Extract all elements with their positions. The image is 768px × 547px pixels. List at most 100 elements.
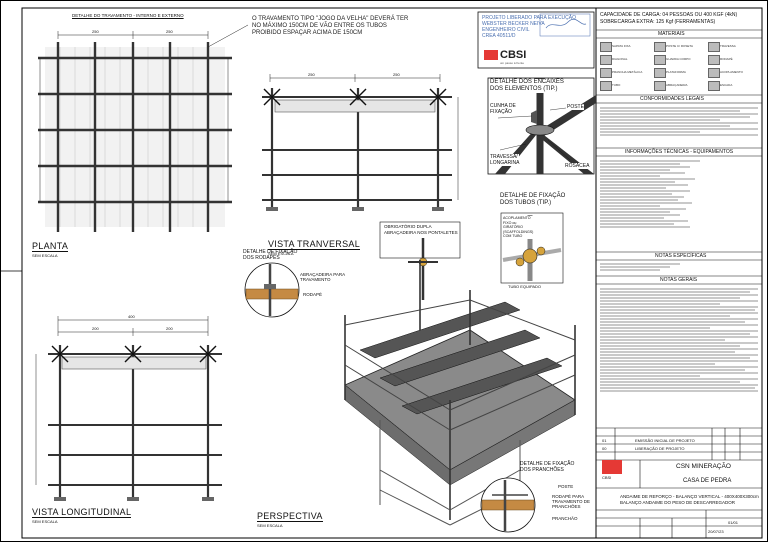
tube-fix-label: FIXO ou (503, 220, 517, 225)
site-name: CASA DE PEDRA (683, 478, 732, 484)
material-label: DIAGONAL (612, 57, 628, 61)
material-label: SAPATA FIXA (612, 44, 631, 48)
toeboard-detail-title-line: DETALHE DE FIXAÇÃO (243, 249, 298, 255)
plank-fix-detail (480, 477, 536, 533)
material-label: TUBO (612, 83, 621, 87)
bracing-note-line: O TRAVAMENTO TIPO "JOGO DA VELHA" DEVERÁ… (252, 16, 409, 22)
bracing-note-line: NO MÁXIMO 150CM DE VÃO ENTRE OS TUBOS (252, 23, 387, 29)
material-icon (654, 68, 666, 78)
wedge-label: CUNHA DE FIXAÇÃO (490, 103, 516, 115)
material-icon (708, 81, 720, 91)
materials-grid: SAPATA FIXA POSTE C/ ROSETA TRAVESSA DIA… (598, 40, 760, 94)
approval-line: WEBSTER BECKER NEIVA (482, 21, 545, 27)
material-item: RODAPÉ (706, 53, 754, 65)
tube-fix-title-line: DOS TUBOS (TIP.) (500, 200, 552, 206)
revision-description: LIBERAÇÃO DE PROJETO (635, 446, 685, 451)
view-scale: SEM ESCALA (257, 523, 283, 528)
bracing-note: O TRAVAMENTO TIPO "JOGO DA VELHA" DEVERÁ… (252, 16, 408, 37)
double-clamp-note-line: OBRIGATÓRIO DUPLA (384, 224, 432, 229)
general-notes-text-block (600, 287, 758, 393)
material-item: ACOPLAMENTO (706, 66, 754, 78)
trans-dim: 250 (393, 72, 400, 77)
toeboard-plank-label-line: PRANCHÕES (552, 504, 581, 509)
materials-title: MATERIAIS (658, 31, 685, 37)
material-item: POSTE C/ ROSETA (652, 40, 700, 52)
approval-line: PROJETO LIBERADO PARA EXECUÇÃO (482, 15, 577, 21)
capacity-line: SOBRECARGA EXTRA: 125 Kgf (FERRAMENTAS) (600, 19, 716, 25)
toeboard-plank-label: RODAPÉ PARA TRAVAMENTO DE PRANCHÕES (552, 494, 590, 509)
ledger-label: TRAVESSA/ LONGARINA (490, 154, 520, 166)
double-clamp-detail (379, 221, 461, 300)
general-notes-title: NOTAS GERAIS (660, 277, 698, 283)
material-item: DIAGONAL (598, 53, 646, 65)
tube-fix-title-line: DETALHE DE FIXAÇÃO (500, 193, 566, 199)
client-name: CSN MINERAÇÃO (676, 463, 731, 470)
material-label: ABRAÇADEIRA (666, 83, 688, 87)
sheet-number: 01/01 (728, 520, 739, 525)
material-item: PRANCHA METÁLICA (598, 66, 646, 78)
compliance-title: CONFORMIDADES LEGAIS (640, 96, 704, 102)
material-icon (600, 55, 612, 65)
view-scale: SEM ESCALA (268, 251, 294, 256)
joint-detail-title: DETALHE DOS ENCAIXES DOS ELEMENTOS (TIP.… (490, 79, 564, 93)
project-description-line: BALANÇO ANDAIME DO PESO DE DESCARREGADOR (620, 500, 736, 505)
ledger-label-line: TRAVESSA/ (490, 154, 518, 160)
material-label: RODAPÉ (720, 57, 733, 61)
material-icon (708, 42, 720, 52)
perspective-view (344, 260, 576, 526)
material-item: TRAVESSA (706, 40, 754, 52)
approval-text: PROJETO LIBERADO PARA EXECUÇÃO WEBSTER B… (482, 15, 576, 39)
material-icon (654, 55, 666, 65)
clamp-label-line: ABRAÇADEIRA PARA (300, 272, 346, 277)
tube-equipped-label: TUBO EQUIPADO (508, 284, 542, 289)
material-icon (654, 42, 666, 52)
approval-line: CREA 40511/D (482, 33, 516, 39)
plank-detail-title: DETALHE DE FIXAÇÃO DOS PRANCHÕES (520, 461, 574, 473)
post-label: POSTE (567, 104, 584, 110)
plank-label: PRANCHÃO (552, 516, 578, 521)
long-dim: 200 (166, 326, 173, 331)
approval-line: ENGENHEIRO CIVIL (482, 27, 530, 33)
revision-number: 01 (602, 438, 607, 443)
material-item: GUARDA CORPO (652, 53, 700, 65)
material-label: PLATAFORMA (666, 70, 686, 74)
tube-fix-label: GIRATÓRIO (503, 225, 523, 229)
material-item: PLATAFORMA (652, 66, 700, 78)
compliance-text-block (600, 106, 758, 137)
material-label: PRANCHA METÁLICA (612, 70, 643, 74)
tube-fix-label: (SCAFFOLDINGS) (503, 229, 534, 234)
wedge-label-line: CUNHA DE (490, 103, 516, 109)
material-label: ACOPLAMENTO (720, 70, 743, 74)
tube-fix-title: DETALHE DE FIXAÇÃO DOS TUBOS (TIP.) (500, 193, 565, 207)
material-icon (600, 68, 612, 78)
right-panel-frame (596, 29, 762, 538)
rosette-label: ROSÁCEA (565, 163, 590, 169)
joint-detail-title-line: DOS ELEMENTOS (TIP.) (490, 86, 558, 92)
toeboard-plank-label-line: RODAPÉ PARA (552, 494, 585, 499)
toeboard-label: RODAPÉ (303, 292, 323, 297)
clamp-label-line: TRAVAMENTO (300, 277, 331, 282)
company-logo: CBSI (500, 49, 527, 61)
capacity-line: CAPACIDADE DE CARGA: 04 PESSOAS OU 400 K… (600, 12, 738, 18)
material-item: ESCADA (706, 79, 754, 91)
brand-small: CBSI (602, 475, 612, 480)
material-label: GUARDA CORPO (666, 57, 691, 61)
toeboard-detail-title-line: DOS RODAPÉS (243, 255, 280, 261)
material-label: ESCADA (720, 83, 733, 87)
long-dim: 400 (128, 314, 135, 319)
toeboard-plank-label-line: TRAVAMENTO DE (552, 499, 591, 504)
plan-dim: 250 (92, 29, 99, 34)
revision-number: 00 (602, 446, 607, 451)
bracing-note-line: PROIBIDO ESPAÇAR ACIMA DE 150CM (252, 30, 363, 36)
material-icon (600, 81, 612, 91)
double-clamp-note: OBRIGATÓRIO DUPLA ABRAÇADEIRA NOS PONTAL… (384, 224, 458, 235)
plank-detail-title-line: DOS PRANCHÕES (520, 467, 564, 473)
issue-date: 20/07/23 (708, 529, 724, 534)
clamp-label: ABRAÇADEIRA PARA TRAVAMENTO (300, 272, 345, 282)
trans-dim: 250 (308, 72, 315, 77)
tube-fix-label: ACOPLAMENTO (503, 216, 531, 220)
joint-detail-title-line: DETALHE DOS ENCAIXES (490, 79, 564, 85)
revision-description: EMISSÃO INICIAL DE PROJETO (635, 438, 695, 443)
